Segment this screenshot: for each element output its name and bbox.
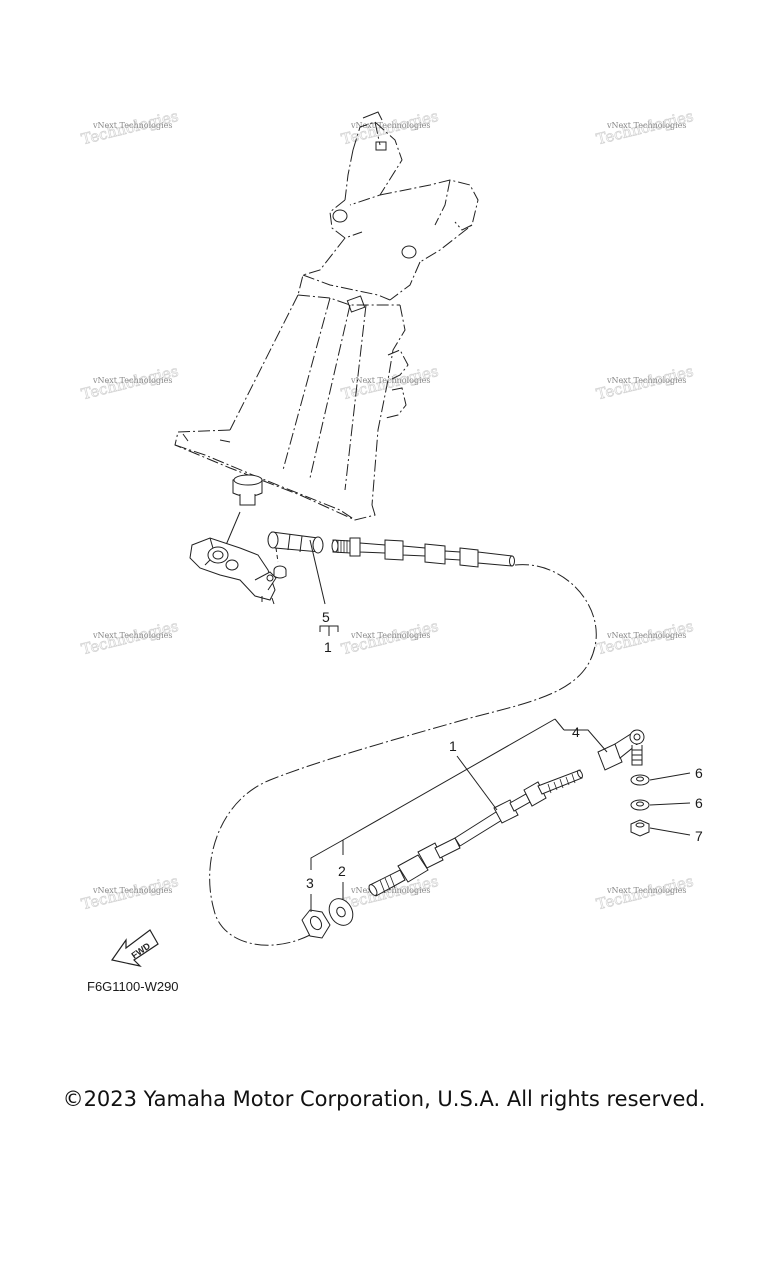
watermark-text: vNext Technologies [92, 121, 172, 130]
callout-1-upper: 1 [449, 738, 457, 754]
callout-1-lower: 1 [324, 639, 332, 655]
watermark: Technologies vNext Technologies [594, 362, 695, 404]
handle-housing-bosses [332, 111, 417, 313]
hex-nut [301, 909, 331, 939]
leader-bracket [310, 718, 556, 870]
watermark-text: vNext Technologies [606, 886, 686, 895]
watermark: Technologies vNext Technologies [594, 872, 695, 914]
watermark: Technologies vNext Technologies [594, 107, 695, 149]
steering-lever-bracket [189, 537, 277, 605]
large-washer [328, 898, 354, 926]
callout-3: 3 [306, 875, 314, 891]
handle-housing-outline [174, 121, 479, 521]
watermark-text: vNext Technologies [350, 376, 430, 385]
part-code-label: F6G1100-W290 [87, 979, 179, 994]
watermark-text: vNext Technologies [350, 121, 430, 130]
callout-bracket [554, 718, 608, 753]
watermark-text: vNext Technologies [606, 376, 686, 385]
watermark: Technologies vNext Technologies [79, 362, 180, 404]
leader-line [225, 511, 241, 546]
watermark: Technologies vNext Technologies [79, 107, 180, 149]
watermark: Technologies vNext Technologies [594, 617, 695, 659]
upper-cable-threads [337, 540, 348, 553]
parts-diagram: Technologies vNext Technologies Technolo… [79, 107, 703, 994]
watermark-text: vNext Technologies [92, 886, 172, 895]
cable-route-line [209, 564, 597, 946]
callout-6-b: 6 [695, 795, 703, 811]
small-pin [273, 565, 287, 579]
upper-cable-body [331, 537, 515, 568]
callout-bracket [319, 625, 339, 636]
watermark-grid: Technologies vNext Technologies Technolo… [79, 107, 695, 914]
watermark: Technologies vNext Technologies [79, 617, 180, 659]
callout-6-a: 6 [695, 765, 703, 781]
callout-5: 5 [322, 609, 330, 625]
cable-threads [379, 773, 576, 894]
leader-line [649, 802, 691, 806]
watermark-text: vNext Technologies [92, 631, 172, 640]
washer [630, 774, 650, 786]
fwd-arrow-icon: FWD [110, 929, 159, 968]
leader-line [649, 827, 691, 836]
watermark: Technologies vNext Technologies [79, 872, 180, 914]
leader-line [309, 539, 326, 605]
cable-end-joint [267, 531, 324, 554]
leader-line [649, 772, 691, 781]
copyright-notice: ©2023 Yamaha Motor Corporation, U.S.A. A… [62, 1087, 706, 1111]
watermark: Technologies vNext Technologies [339, 617, 440, 659]
watermark-text: vNext Technologies [92, 376, 172, 385]
leader-line [275, 547, 279, 563]
watermark-text: vNext Technologies [606, 121, 686, 130]
callout-2: 2 [338, 863, 346, 879]
callout-4: 4 [572, 724, 580, 740]
watermark-text: vNext Technologies [350, 886, 430, 895]
watermark-text: vNext Technologies [606, 631, 686, 640]
cable-assembly [368, 769, 583, 897]
callout-7: 7 [695, 828, 703, 844]
steering-spindle [232, 474, 263, 506]
nut [630, 819, 650, 837]
washer [630, 799, 650, 811]
ball-joint [597, 729, 645, 771]
watermark: Technologies vNext Technologies [339, 107, 440, 149]
watermark-text: vNext Technologies [350, 631, 430, 640]
leader-line [456, 755, 498, 811]
